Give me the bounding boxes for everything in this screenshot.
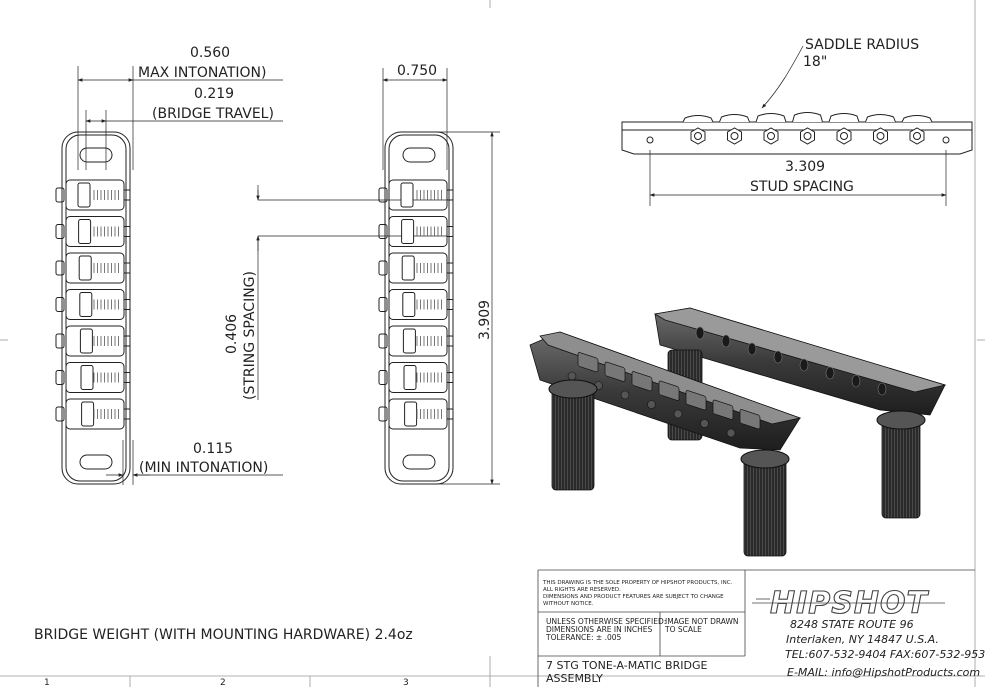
top-view-bridge [55,131,131,485]
stud-spacing-value: 3.309 [785,159,825,175]
iso-saddle [604,361,626,382]
drawing-title-line-2: ASSEMBLY [546,672,603,685]
second-view-saddle [378,325,454,357]
bridge-weight-note: BRIDGE WEIGHT (WITH MOUNTING HARDWARE) 2… [34,627,413,643]
address-line-3: TEL:607-532-9404 FAX:607-532-9530 [785,648,985,661]
stud-hole [773,350,783,364]
address-line-2: Interlaken, NY 14847 U.S.A. [786,633,939,646]
front-view-saddle [755,113,787,145]
isometric-render [529,307,947,557]
scale-line-1: IMAGE NOT DRAWN [665,617,739,626]
top-view-saddle [55,216,131,247]
bridge-travel-value: 0.219 [194,86,234,102]
stud-hole [747,342,757,356]
length-value: 3.909 [477,300,493,340]
string-spacing-value: 0.406 [224,314,240,354]
top-view-saddle [55,179,131,211]
second-view-saddle [378,216,454,247]
iso-screw [726,428,736,438]
string-spacing-label: (STRING SPACING) [242,271,258,400]
notice-line-1: THIS DRAWING IS THE SOLE PROPERTY OF HIP… [542,580,733,586]
iso-saddle [577,352,599,373]
iso-screw [700,419,709,428]
front-view-saddle [682,115,714,145]
address-line-1: 8248 STATE ROUTE 96 [790,618,914,631]
iso-screw [567,371,577,381]
stud-hole [851,374,861,388]
spec-line-1: UNLESS OTHERWISE SPECIFIED: [546,617,666,626]
svg-text:HIPSHOT: HIPSHOT [770,586,929,621]
title-block-frame [537,569,975,687]
stud-hole [877,382,887,396]
min-intonation-label: (MIN INTONATION) [139,460,268,476]
front-view-saddle [865,114,896,145]
stud-hole [721,334,731,348]
top-view-saddle [55,398,131,430]
saddle-radius-value: 18" [803,54,827,70]
front-view-dimensions [649,45,947,206]
stud-hole [695,326,705,340]
iso-saddle [712,399,734,420]
front-view-saddle [792,112,823,145]
second-view-saddle [378,289,454,320]
saddle-radius-label: SADDLE RADIUS [805,37,919,53]
max-intonation-label: MAX INTONATION) [138,65,266,81]
top-view-dimensions [77,66,447,485]
second-view-saddle [378,252,454,284]
min-intonation-value: 0.115 [193,441,233,457]
second-view-dimensions [382,68,500,485]
front-view-saddle [719,114,750,145]
drawing-title-line-1: 7 STG TONE-A-MATIC BRIDGE [546,659,707,672]
iso-screw [673,409,683,419]
zone-label-2: 2 [220,678,226,687]
spec-line-2: DIMENSIONS ARE IN INCHES [546,625,653,634]
stud-hole [825,366,835,380]
second-view-saddle [378,362,454,393]
address-line-4: E-MAIL: info@HipshotProducts.com [787,666,980,679]
top-view-saddle [55,362,131,393]
iso-saddle [631,371,653,392]
scale-line-2: TO SCALE [664,625,702,634]
zone-label-3: 3 [403,678,409,687]
bridge-travel-label: (BRIDGE TRAVEL) [152,106,274,122]
iso-saddle [739,409,761,430]
front-view-bridge [621,112,973,155]
second-view-saddle [378,398,454,430]
max-intonation-value: 0.560 [190,45,230,61]
notice-line-4: WITHOUT NOTICE. [543,601,594,607]
hipshot-logo: HIPSHOT [752,585,945,622]
front-view-saddle [828,113,860,145]
second-view-bridge [378,131,454,485]
zone-label-1: 1 [44,678,50,687]
iso-screw [647,400,656,409]
spec-line-3: TOLERANCE: ± .005 [545,633,622,642]
stud-hole [799,358,809,372]
iso-saddle [658,380,680,401]
second-view-saddle [378,179,454,211]
iso-screw [620,390,630,400]
notice-line-2: ALL RIGHTS ARE RESERVED. [543,587,621,593]
top-view-saddle [55,252,131,284]
top-view-saddle [55,325,131,357]
iso-saddle [685,390,707,411]
top-view-saddle [55,289,131,320]
notice-line-3: DIMENSIONS AND PRODUCT FEATURES ARE SUBJ… [543,594,724,600]
stud-spacing-label: STUD SPACING [750,179,854,195]
width-value: 0.750 [397,63,437,79]
front-view-saddle [901,115,933,145]
